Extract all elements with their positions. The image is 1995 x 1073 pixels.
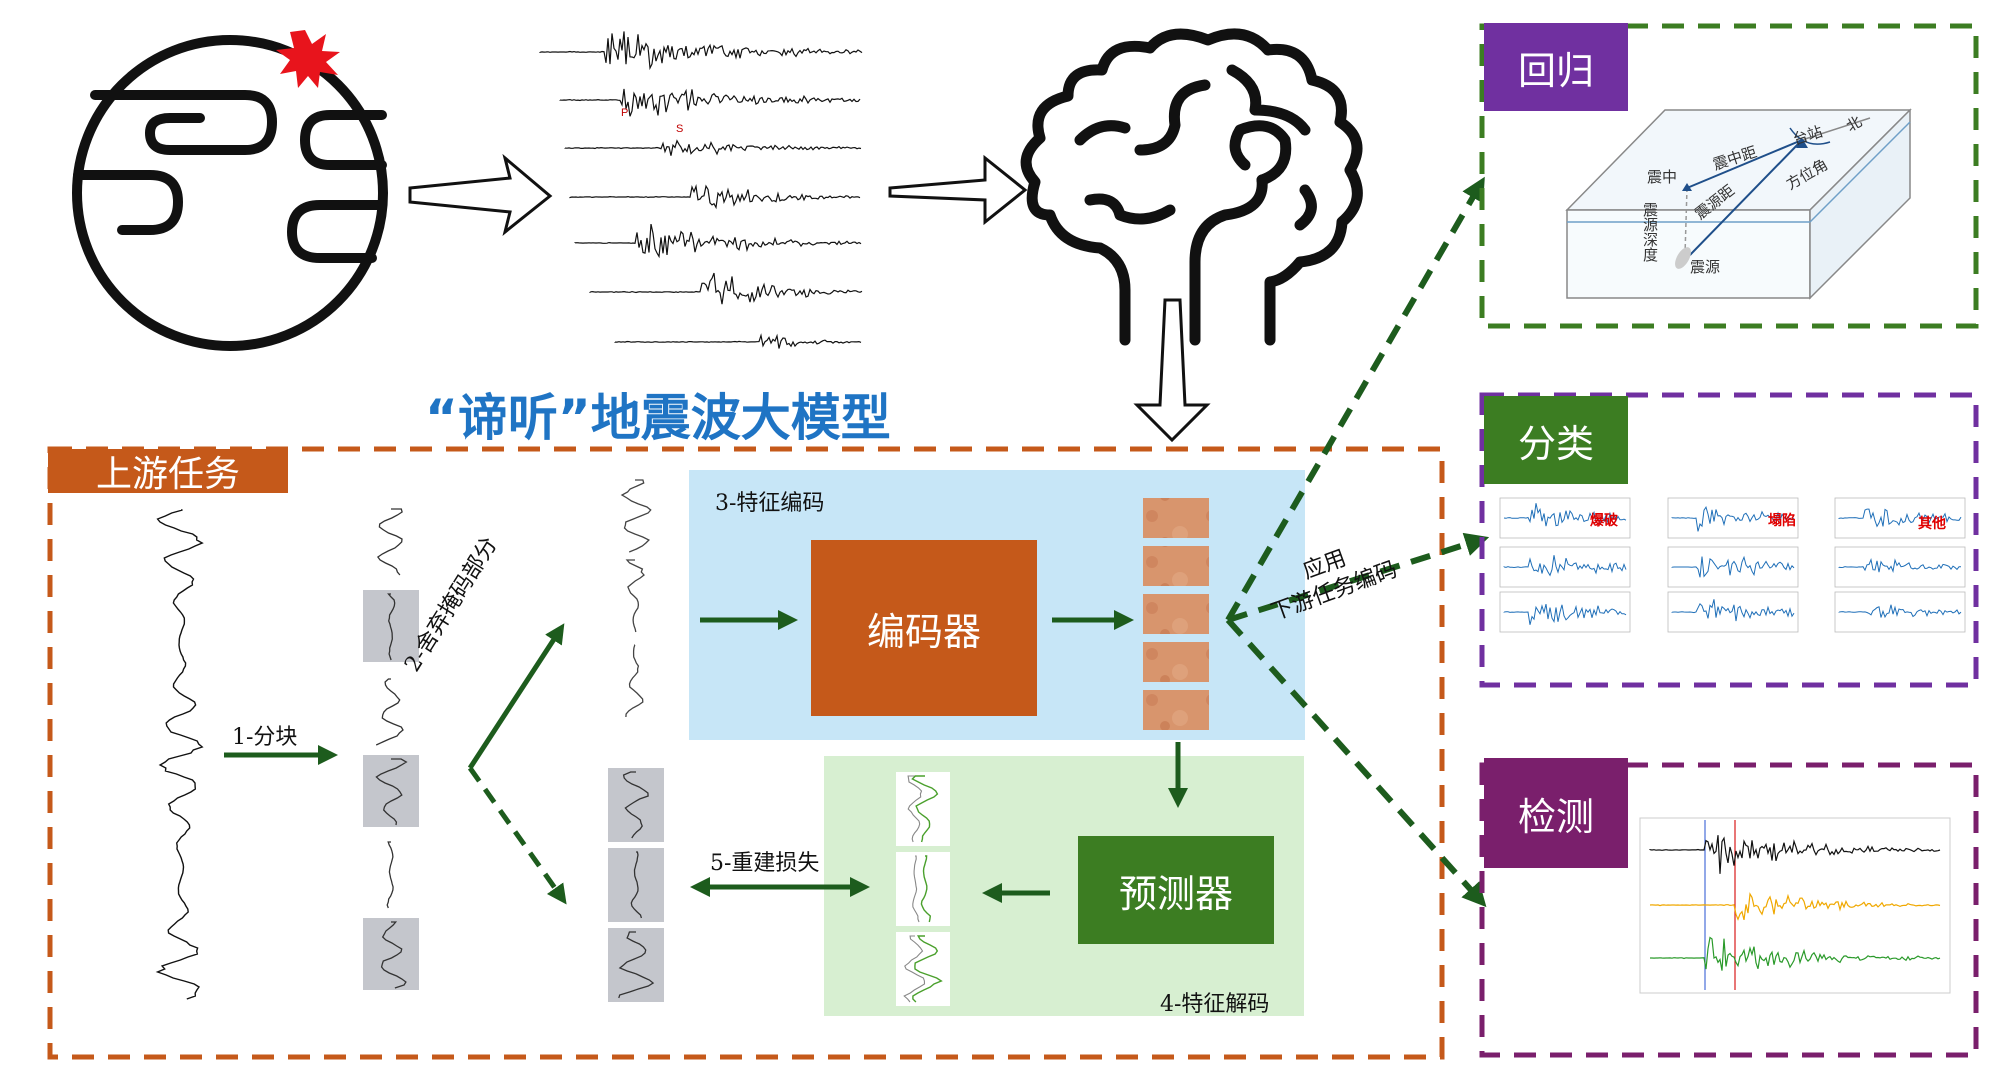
seismogram-traces [539, 31, 863, 349]
encoder-block: 编码器 [811, 540, 1037, 716]
arrow-waves-to-brain [888, 154, 1028, 226]
class-label-collapse: 塌陷 [1768, 512, 1796, 529]
reconstructed-patch-column [896, 772, 950, 1006]
patch-wave [386, 841, 394, 909]
class-plot-wave [1671, 599, 1795, 622]
arrow-to-classification [1227, 532, 1490, 623]
class-plot-wave [1671, 506, 1795, 532]
masked-patch-column [608, 768, 664, 1002]
arrow-to-regression [1225, 176, 1485, 622]
visible-patch-column [620, 479, 652, 718]
class-plot-wave [1838, 557, 1961, 573]
label-hypocenter: 震源 [1690, 258, 1720, 276]
classification-tag: 分类 [1484, 396, 1628, 484]
original-patch-wave [907, 775, 923, 843]
arrow-brain-down [1133, 298, 1211, 443]
masked-patch-wave [618, 931, 655, 999]
original-patch-wave [903, 935, 926, 1003]
upstream-task-tag: 上游任务 [48, 449, 288, 495]
classification-plots [1499, 497, 1966, 633]
patch-wave [380, 921, 407, 989]
seismogram-trace [559, 88, 861, 117]
upstream-task-label: 上游任务 [95, 454, 240, 495]
reconstructed-patch [896, 932, 950, 1006]
original-patch-wave [912, 855, 920, 923]
masked-patch [608, 848, 664, 922]
feature-token-stack [1143, 498, 1209, 730]
reconstructed-patch [896, 852, 950, 926]
reconstructed-patch-wave [920, 855, 932, 923]
detection-label: 检测 [1517, 794, 1594, 839]
arrow-keep-visible [467, 623, 565, 770]
masked-patch-wave [622, 771, 649, 839]
seismogram-trace [564, 139, 862, 156]
patch-wave [376, 508, 403, 576]
reconstructed-patch-wave [911, 775, 939, 843]
step-patch-label: 1-分块 [232, 725, 298, 750]
source-station-geometry-diagram [1565, 108, 1912, 300]
arrow-earth-to-waves [408, 153, 553, 236]
seismogram-trace [614, 333, 862, 349]
visible-patch-wave [620, 479, 652, 553]
class-plot-wave [1838, 604, 1962, 619]
class-plot-wave [1503, 503, 1627, 527]
detection-tag: 检测 [1484, 758, 1628, 868]
classification-label: 分类 [1517, 421, 1594, 466]
patch-wave [387, 593, 396, 661]
seismogram-trace [569, 184, 861, 210]
class-plot-wave [1838, 508, 1962, 528]
label-focal-depth: 震源深度 [1641, 202, 1659, 262]
detection-border [1479, 762, 1979, 1058]
patch-column [363, 508, 419, 990]
step-decode-label: 4-特征解码 [1160, 992, 1270, 1017]
masked-patch [608, 928, 664, 1002]
masked-patch [363, 918, 419, 990]
visible-patch-wave [625, 559, 645, 633]
p-phase-mark: P [621, 107, 628, 119]
seismogram-trace [589, 272, 863, 305]
class-label-other: 其他 [1918, 515, 1946, 532]
masked-patch [363, 755, 419, 827]
visible-patch-wave [625, 644, 644, 718]
seismogram-trace [574, 223, 862, 259]
regression-label: 回归 [1517, 48, 1594, 93]
label-epicenter: 震中 [1647, 168, 1677, 186]
masked-patch-wave [630, 851, 643, 919]
brain-icon [1020, 28, 1363, 346]
patch-wave [375, 758, 408, 826]
earth-icon [72, 35, 388, 351]
step-encode-label: 3-特征编码 [715, 491, 825, 516]
explosion-icon [276, 30, 340, 88]
patch-wave [375, 678, 404, 746]
seismogram-trace [539, 31, 863, 71]
detection-plot [1639, 817, 1951, 994]
regression-tag: 回归 [1484, 23, 1628, 111]
arrow-discard-masked [467, 766, 567, 905]
page-title: “谛听”地震波大模型 [425, 389, 891, 447]
class-plot-wave [1503, 603, 1627, 625]
predictor-block: 预测器 [1078, 836, 1274, 944]
class-label-explosion: 爆破 [1590, 512, 1618, 529]
encoder-label: 编码器 [866, 609, 981, 654]
raw-waveform [148, 505, 214, 1002]
reconstructed-patch-wave [912, 935, 943, 1003]
masked-patch [608, 768, 664, 842]
s-phase-mark: S [676, 123, 683, 135]
predictor-label: 预测器 [1118, 871, 1233, 916]
step-recon-loss-label: 5-重建损失 [710, 851, 820, 876]
classification-border [1479, 392, 1979, 688]
class-plot-wave [1503, 555, 1627, 577]
class-plot-wave [1671, 555, 1795, 578]
upstream-task-border [47, 446, 1445, 1060]
